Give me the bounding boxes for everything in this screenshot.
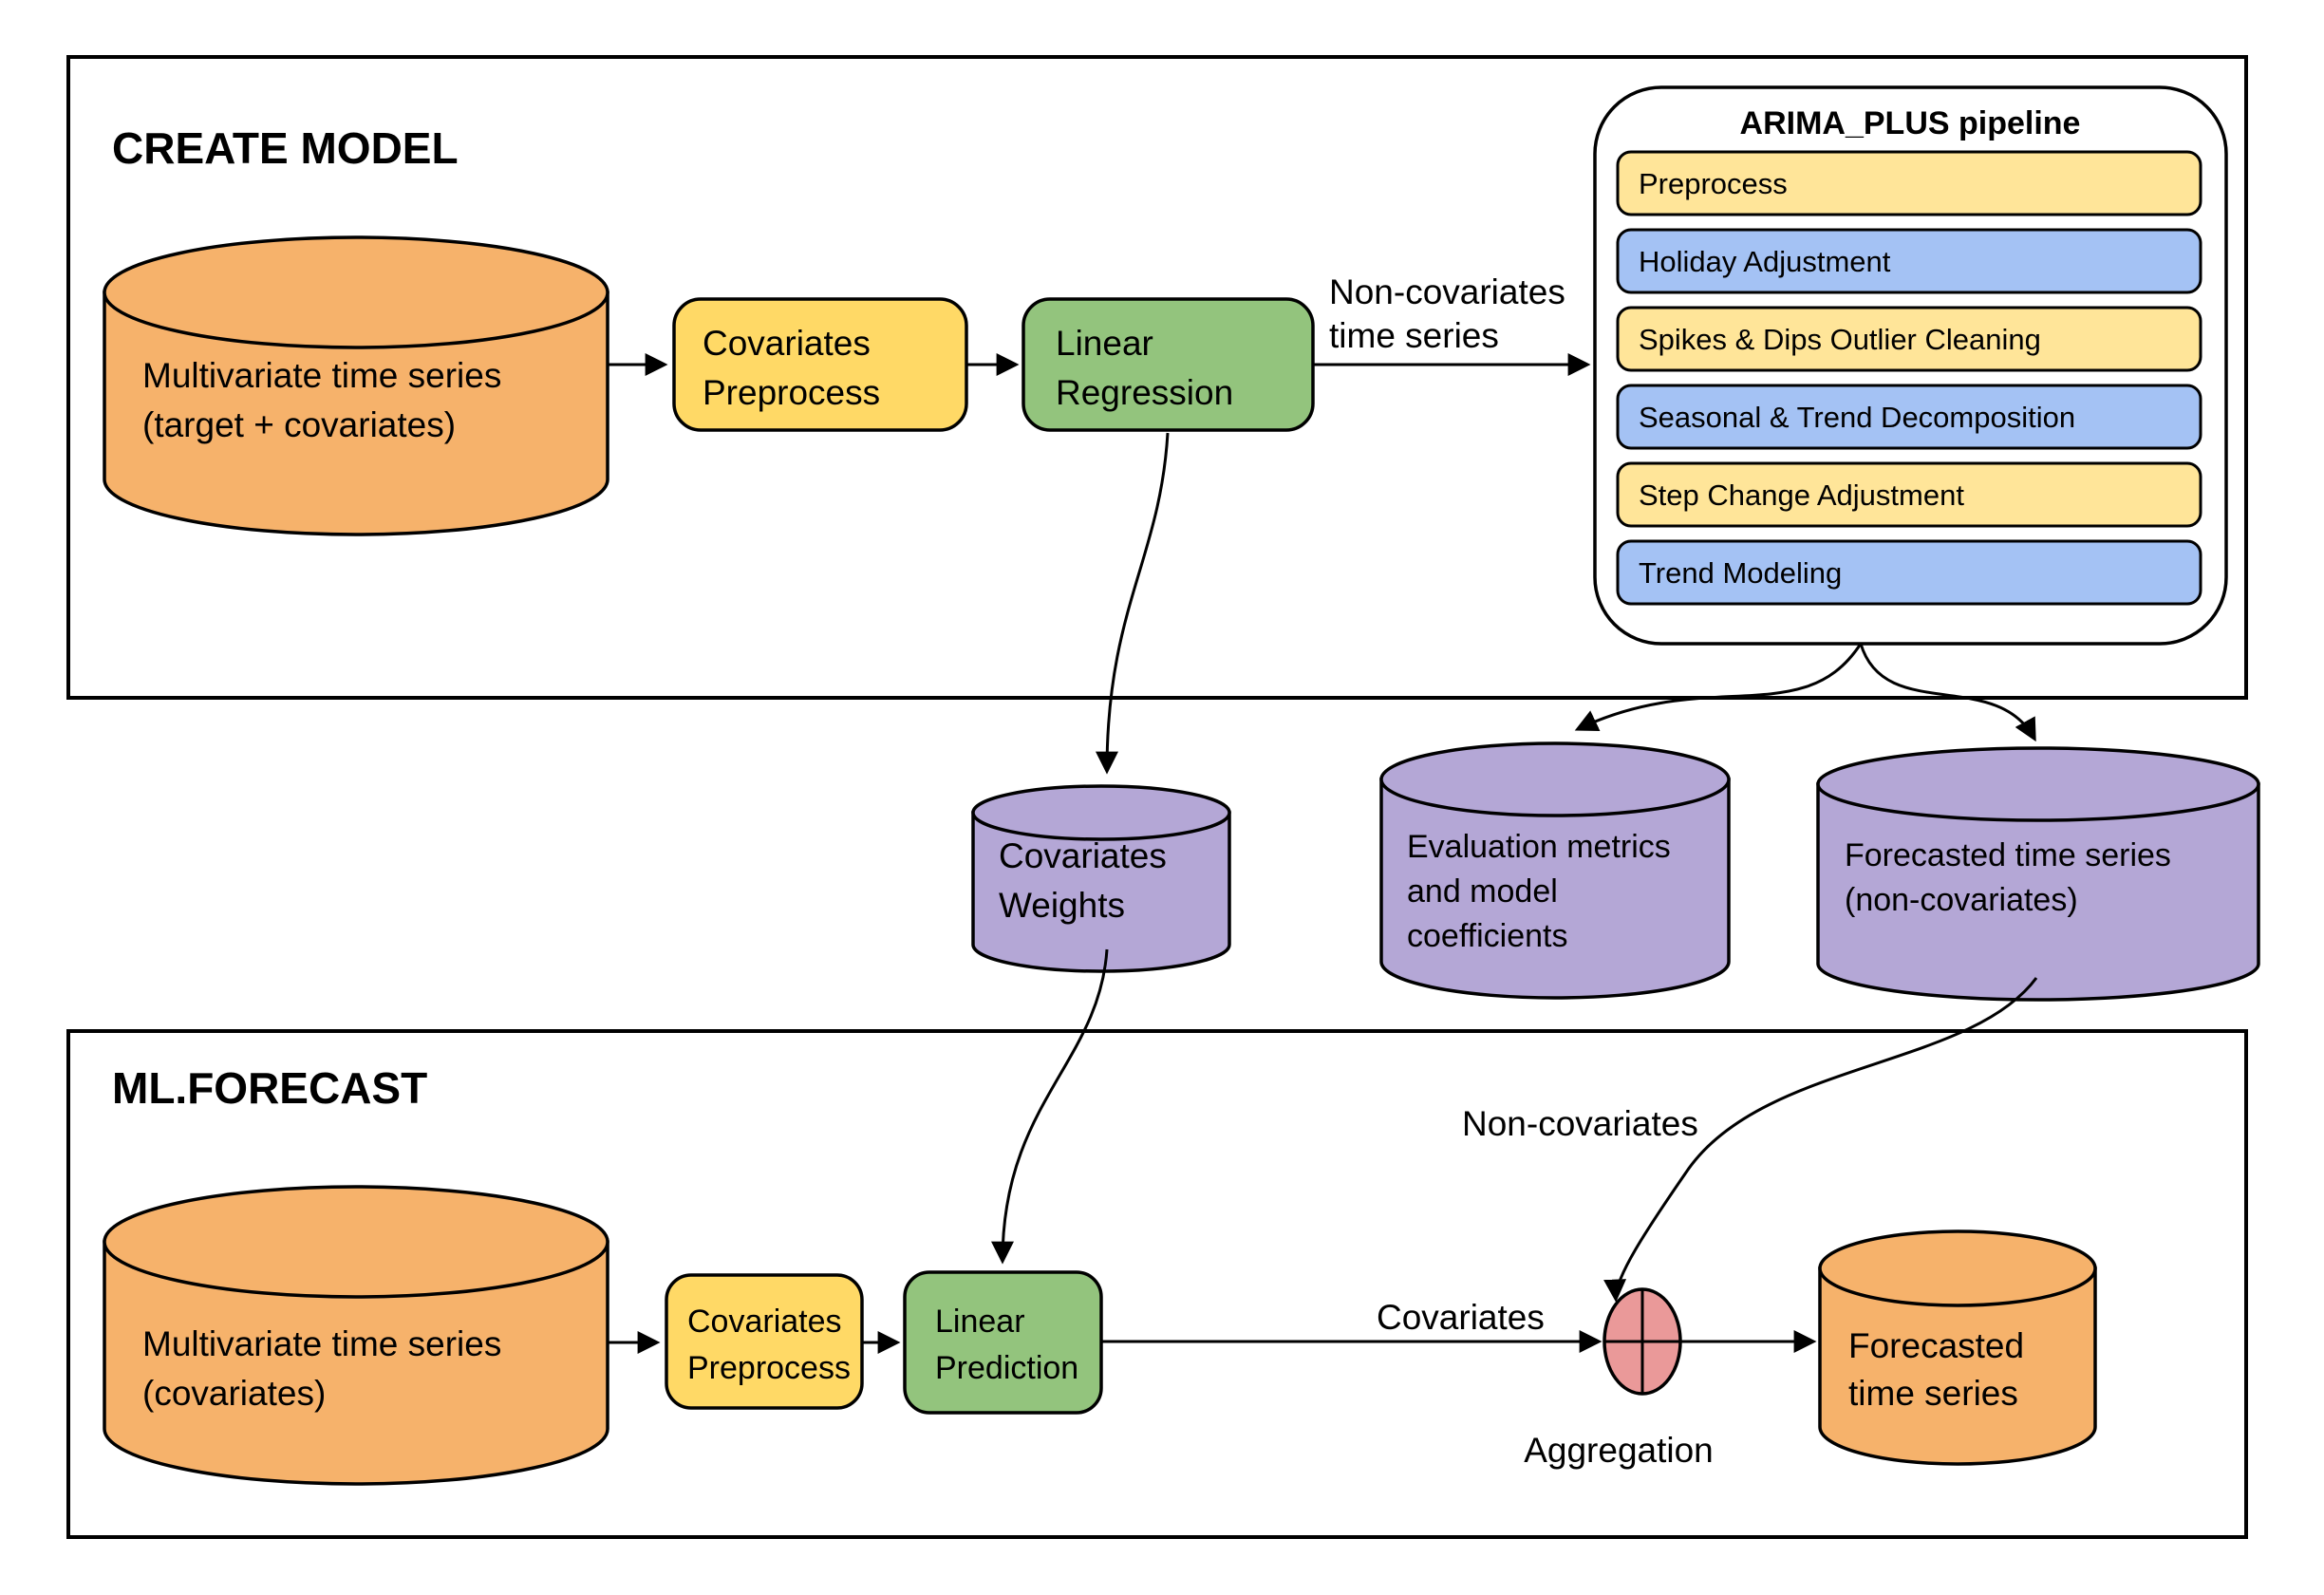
step-row [1616, 306, 2202, 372]
forecasted-non-covariates-cylinder: Forecasted time series (non-covariates) [1816, 746, 2260, 1002]
arrow-covariates-weights-to-prediction [991, 948, 1109, 1265]
step-label: Step Change Adjustment [1639, 478, 1964, 512]
cylinder-top [1816, 746, 2260, 822]
non-covariates-label-bottom: Non-covariates [1462, 1104, 1698, 1143]
covariates-weights-cylinder: Covariates Weights [971, 784, 1231, 973]
step-row [1616, 150, 2202, 216]
box-label: Covariates Preprocess [703, 324, 880, 412]
box-label: Linear Prediction [935, 1304, 1078, 1386]
arrow-regression-to-covariates-weights [1096, 432, 1170, 775]
box-label: Covariates Preprocess [687, 1304, 851, 1386]
multivariate-covariates-cylinder: Multivariate time series (covariates) [103, 1185, 609, 1486]
ml-forecast-section-box [66, 1029, 2248, 1539]
cylinder-label: Multivariate time series (target + covar… [142, 356, 512, 444]
covariates-preprocess-box-bottom: Covariates Preprocess [665, 1273, 864, 1410]
aggregation-label: Aggregation [1524, 1431, 1714, 1470]
step-row [1616, 384, 2202, 450]
covariates-label: Covariates [1377, 1298, 1545, 1337]
evaluation-metrics-cylinder: Evaluation metrics and model coefficient… [1379, 741, 1731, 1000]
step-label: Holiday Adjustment [1639, 245, 1891, 278]
cylinder-top [1379, 741, 1731, 817]
pipeline-step-holiday-adjustment: Holiday Adjustment [1616, 228, 2202, 294]
cylinder-body [971, 811, 1231, 973]
non-covariates-time-series-label: Non-covariates time series [1329, 272, 1575, 355]
cylinder-label: Multivariate time series (covariates) [142, 1324, 512, 1413]
box [665, 1273, 864, 1410]
create-model-title: CREATE MODEL [112, 123, 459, 173]
ml-forecast-title: ML.FORECAST [112, 1063, 427, 1113]
cylinder-top [103, 235, 609, 349]
multivariate-target-covariates-cylinder: Multivariate time series (target + covar… [103, 235, 609, 536]
create-model-section-box [66, 55, 2248, 700]
linear-prediction-box: Linear Prediction [903, 1270, 1103, 1415]
arima-plus-pipeline-box: ARIMA_PLUS pipeline Preprocess Holiday A… [1593, 85, 2228, 646]
pipeline-step-spikes-dips-outlier-cleaning: Spikes & Dips Outlier Cleaning [1616, 306, 2202, 372]
box [903, 1270, 1103, 1415]
step-row [1616, 228, 2202, 294]
step-label: Spikes & Dips Outlier Cleaning [1639, 323, 2041, 356]
step-row [1616, 539, 2202, 606]
cylinder-body [1818, 1267, 2097, 1466]
covariates-preprocess-box-top: Covariates Preprocess [672, 297, 968, 432]
step-row [1616, 461, 2202, 528]
cylinder-top [971, 784, 1231, 841]
pipeline-step-seasonal-trend-decomposition: Seasonal & Trend Decomposition [1616, 384, 2202, 450]
linear-regression-box: Linear Regression [1021, 297, 1315, 432]
cylinder-body [1379, 778, 1731, 1000]
pipeline-step-trend-modeling: Trend Modeling [1616, 539, 2202, 606]
arrow-pipeline-to-forecasted-non-covariates [1859, 643, 2036, 742]
cylinder-top [1818, 1229, 2097, 1307]
step-label: Preprocess [1639, 167, 1788, 200]
cylinder-label: Forecasted time series [1848, 1326, 2034, 1413]
arrow-pipeline-to-evaluation-metrics [1574, 643, 1863, 732]
cylinder-label: Forecasted time series (non-covariates) [1845, 837, 2180, 918]
step-label: Trend Modeling [1639, 556, 1842, 590]
cylinder-body [103, 1240, 609, 1486]
pipeline-step-preprocess: Preprocess [1616, 150, 2202, 216]
cylinder-body [103, 291, 609, 536]
cylinder-top [103, 1185, 609, 1299]
box-label: Linear Regression [1056, 324, 1233, 412]
pipeline-title: ARIMA_PLUS pipeline [1740, 105, 2081, 141]
pipeline-step-step-change-adjustment: Step Change Adjustment [1616, 461, 2202, 528]
cylinder-label: Covariates Weights [999, 836, 1176, 925]
cylinder-body [1816, 782, 2260, 1002]
cylinder-label: Evaluation metrics and model coefficient… [1407, 829, 1679, 954]
step-label: Seasonal & Trend Decomposition [1639, 401, 2075, 434]
forecasted-time-series-cylinder: Forecasted time series [1818, 1229, 2097, 1466]
aggregation-node [1602, 1287, 1682, 1396]
